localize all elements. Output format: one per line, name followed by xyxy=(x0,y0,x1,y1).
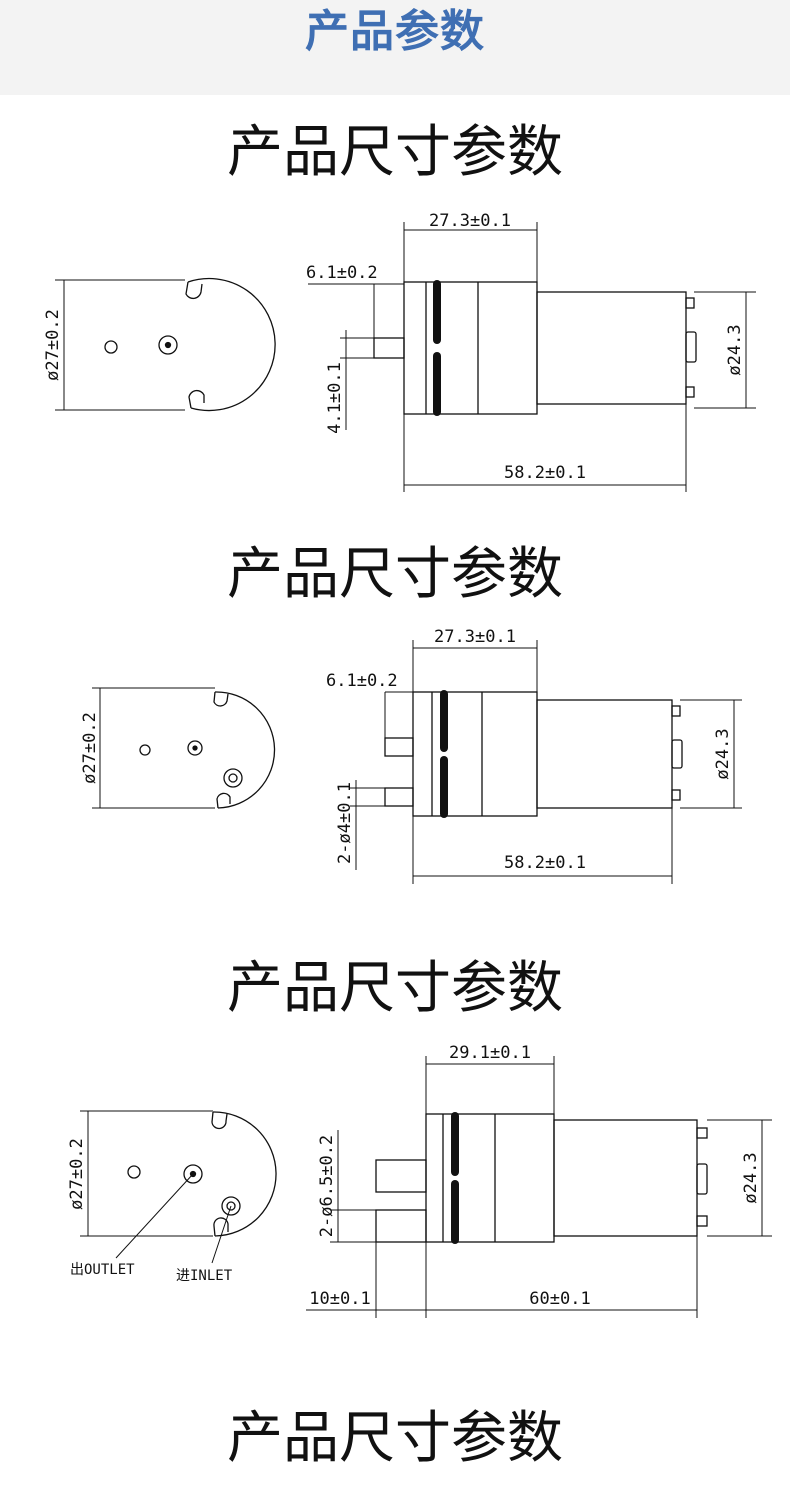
dim-motor-diameter-1: ø24.3 xyxy=(725,324,745,375)
side-view-2: 27.3±0.1 6.1±0.2 2-ø4±0.1 58.2±0.1 ø24.3 xyxy=(326,627,742,884)
header-bar: 产品参数 xyxy=(0,0,790,95)
dim-motor-diameter-3: ø24.3 xyxy=(741,1152,761,1203)
page-title: 产品参数 xyxy=(305,6,485,57)
dim-nozzle-diameter-1: 4.1±0.1 xyxy=(325,362,345,434)
dim-total-length-1: 58.2±0.1 xyxy=(504,463,586,483)
dim-face-diameter-3: ø27±0.2 xyxy=(67,1138,87,1210)
front-view-3: 出OUTLET 进INLET ø27±0.2 xyxy=(67,1110,277,1284)
dim-face-diameter-1: ø27±0.2 xyxy=(43,309,63,381)
pump-drawing-2: ø27±0.2 27.3±0.1 6.1±0.2 2-ø4±0.1 58.2±0… xyxy=(80,627,742,884)
dim-face-diameter-2: ø27±0.2 xyxy=(80,712,100,784)
side-view-1: 27.3±0.1 6.1±0.2 4.1±0.1 58.2±0.1 ø24.3 xyxy=(306,211,756,492)
dim-total-length-3: 60±0.1 xyxy=(529,1289,590,1309)
dim-total-length-2: 58.2±0.1 xyxy=(504,853,586,873)
front-view-1: ø27±0.2 xyxy=(43,277,276,412)
section-title-4: 产品尺寸参数 xyxy=(227,1406,563,1471)
dim-head-length-2: 27.3±0.1 xyxy=(434,627,516,647)
section-title-3: 产品尺寸参数 xyxy=(227,956,563,1021)
dim-nozzle-length-3: 10±0.1 xyxy=(309,1289,370,1309)
front-view-2: ø27±0.2 xyxy=(80,687,276,809)
dim-head-length-3: 29.1±0.1 xyxy=(449,1043,531,1063)
dim-nozzle-diameter-2: 2-ø4±0.1 xyxy=(335,782,355,864)
inlet-label: 进INLET xyxy=(176,1268,233,1284)
dim-nozzle-length-2: 6.1±0.2 xyxy=(326,671,398,691)
section-title-1: 产品尺寸参数 xyxy=(227,120,563,185)
pump-drawing-3: 出OUTLET 进INLET ø27±0.2 29.1±0.1 2-ø6.5±0… xyxy=(67,1043,772,1318)
side-view-3: 29.1±0.1 2-ø6.5±0.2 10±0.1 60±0.1 ø24.3 xyxy=(306,1043,772,1318)
pump-drawing-1: ø27±0.2 27.3±0.1 6.1±0.2 4.1±0.1 58.2±0.… xyxy=(43,211,756,492)
section-title-2: 产品尺寸参数 xyxy=(227,542,563,607)
dim-motor-diameter-2: ø24.3 xyxy=(713,728,733,779)
dim-nozzle-length-1: 6.1±0.2 xyxy=(306,263,378,283)
outlet-label: 出OUTLET xyxy=(70,1262,135,1278)
dim-head-length-1: 27.3±0.1 xyxy=(429,211,511,231)
dim-nozzle-diameter-3: 2-ø6.5±0.2 xyxy=(317,1135,337,1237)
